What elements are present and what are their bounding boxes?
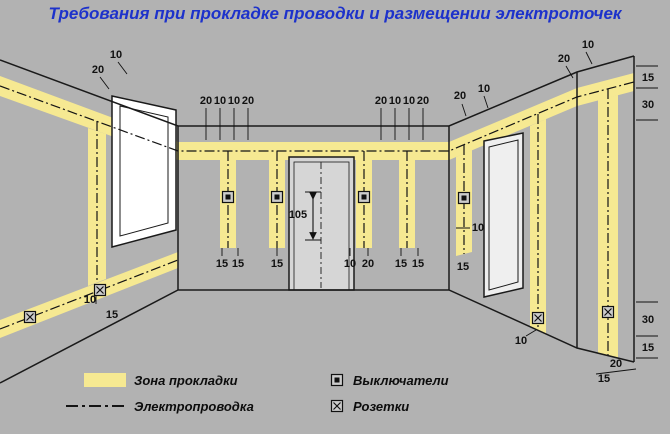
dim-label: 10 — [344, 258, 356, 270]
dim-label: 20 — [375, 95, 387, 107]
right-door-frame — [488, 139, 519, 291]
right-door — [483, 132, 524, 298]
dim-label: 15 — [642, 72, 654, 84]
dim-label: 15 — [395, 258, 407, 270]
outlet-icon — [93, 283, 107, 297]
legend-switches-label: Выключатели — [353, 373, 449, 388]
window-frame — [119, 105, 169, 237]
dim-label: 15 — [271, 258, 283, 270]
dim-label: 20 — [558, 53, 570, 65]
dim-label: 20 — [92, 64, 104, 76]
window — [111, 95, 177, 248]
zone-far-right-drop — [598, 95, 618, 358]
dim-label: 15 — [216, 258, 228, 270]
zone-back-drop-3 — [356, 160, 372, 248]
switch-icon — [457, 191, 471, 205]
legend-outlets-label: Розетки — [353, 399, 409, 414]
zone-back-drop-1 — [220, 160, 236, 248]
wiring-lines — [0, 81, 635, 355]
dim-label: 30 — [642, 99, 654, 111]
dim-label: 20 — [200, 95, 212, 107]
dim-label: 10 — [214, 95, 226, 107]
dim-label: 10 — [389, 95, 401, 107]
zone-back-drop-2 — [269, 160, 285, 248]
dim-label: 10 — [84, 294, 96, 306]
dimension-ticks — [95, 51, 658, 375]
legend: Зона прокладки Электропроводка Выключате… — [66, 373, 449, 414]
legend-zone-swatch — [84, 373, 126, 387]
dim-label: 20 — [362, 258, 374, 270]
dim-label: 15 — [457, 261, 469, 273]
dimension-labels: 10 20 20 10 10 20 20 10 10 20 20 10 10 2… — [84, 39, 654, 385]
dim-label: 105 — [289, 209, 307, 221]
switch-icon — [357, 190, 371, 204]
dim-label: 15 — [598, 373, 610, 385]
dim-label: 20 — [242, 95, 254, 107]
dim-label: 15 — [412, 258, 424, 270]
legend-zone-label: Зона прокладки — [134, 373, 238, 388]
wiring-ceiling-run — [0, 81, 635, 152]
dim-label: 15 — [232, 258, 244, 270]
page-title: Требования при прокладке проводки и разм… — [48, 4, 622, 23]
legend-outlet-icon — [330, 399, 344, 413]
dim-label: 10 — [582, 39, 594, 51]
switch-icon — [221, 190, 235, 204]
outlet-icon — [23, 310, 37, 324]
dim-label: 10 — [478, 83, 490, 95]
dim-label: 10 — [515, 335, 527, 347]
zone-back-drop-4 — [399, 160, 415, 248]
outlet-icon — [601, 305, 615, 319]
switch-icon — [270, 190, 284, 204]
legend-switch-icon — [330, 373, 344, 387]
outlet-icon — [531, 311, 545, 325]
room-outline — [0, 55, 635, 384]
dim-label: 10 — [110, 49, 122, 61]
dim-label: 20 — [417, 95, 429, 107]
legend-wiring-label: Электропроводка — [134, 399, 254, 414]
dim-label: 30 — [642, 314, 654, 326]
dim-label: 10 — [472, 222, 484, 234]
dim-label: 20 — [610, 358, 622, 370]
dim-label: 15 — [642, 342, 654, 354]
dim-label: 10 — [403, 95, 415, 107]
dim-label: 15 — [106, 309, 118, 321]
zone-far-right-ceiling — [577, 73, 634, 106]
dim-label: 20 — [454, 90, 466, 102]
dim-label: 10 — [228, 95, 240, 107]
